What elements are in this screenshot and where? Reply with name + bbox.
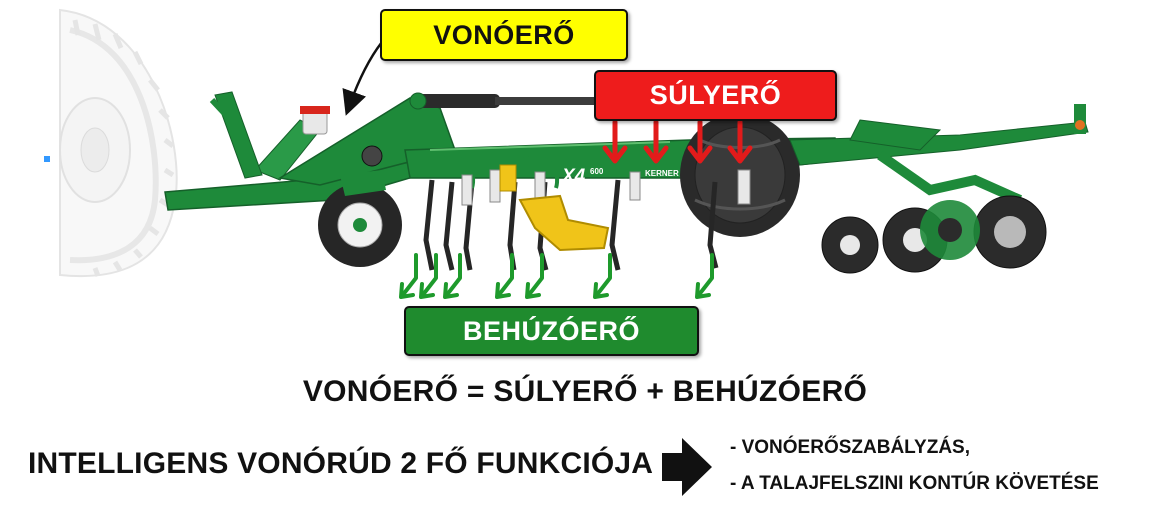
draw-arrow [695, 253, 714, 299]
weight-force-arrows [602, 119, 753, 164]
weight-force-label: SÚLYERŐ [594, 70, 837, 121]
maker-mark: KERNER [645, 169, 679, 178]
model-suffix-mark: 600 [590, 167, 604, 176]
rear-discs [789, 104, 1089, 274]
draw-arrow [495, 253, 514, 299]
springs [461, 169, 751, 206]
weight-arrow [727, 119, 753, 164]
draw-arrow [399, 253, 418, 299]
draw-arrow [419, 253, 438, 299]
force-equation: VONÓERŐ = SÚLYERŐ + BEHÚZÓERŐ [302, 375, 868, 408]
draw-arrow [525, 253, 544, 299]
model-mark: X4 [561, 166, 586, 187]
function-item: - VONÓERŐSZABÁLYZÁS, [730, 437, 970, 458]
weight-arrow [643, 119, 669, 164]
draw-in-force-arrows [399, 253, 714, 299]
pull-force-pointer [342, 41, 383, 116]
draw-arrow [443, 253, 462, 299]
draw-in-force-label: BEHÚZÓERŐ [404, 306, 699, 356]
support-wheel [318, 170, 402, 267]
functions-arrow-icon [662, 438, 712, 496]
tractor-wheel [59, 8, 178, 278]
function-item: - A TALAJFELSZINI KONTÚR KÖVETÉSE [730, 473, 1099, 494]
weight-arrow [687, 119, 713, 164]
functions-list: - VONÓERŐSZABÁLYZÁS, - A TALAJFELSZINI K… [730, 437, 1099, 509]
yellow-share [499, 164, 610, 252]
functions-title: INTELLIGENS VONÓRÚD 2 FŐ FUNKCIÓJA [28, 447, 654, 480]
draw-arrow [593, 253, 612, 299]
weight-arrow [602, 119, 628, 164]
pull-force-label: VONÓERŐ [380, 9, 628, 61]
hydraulic-cylinder [409, 92, 605, 110]
blue-marker [44, 156, 50, 162]
